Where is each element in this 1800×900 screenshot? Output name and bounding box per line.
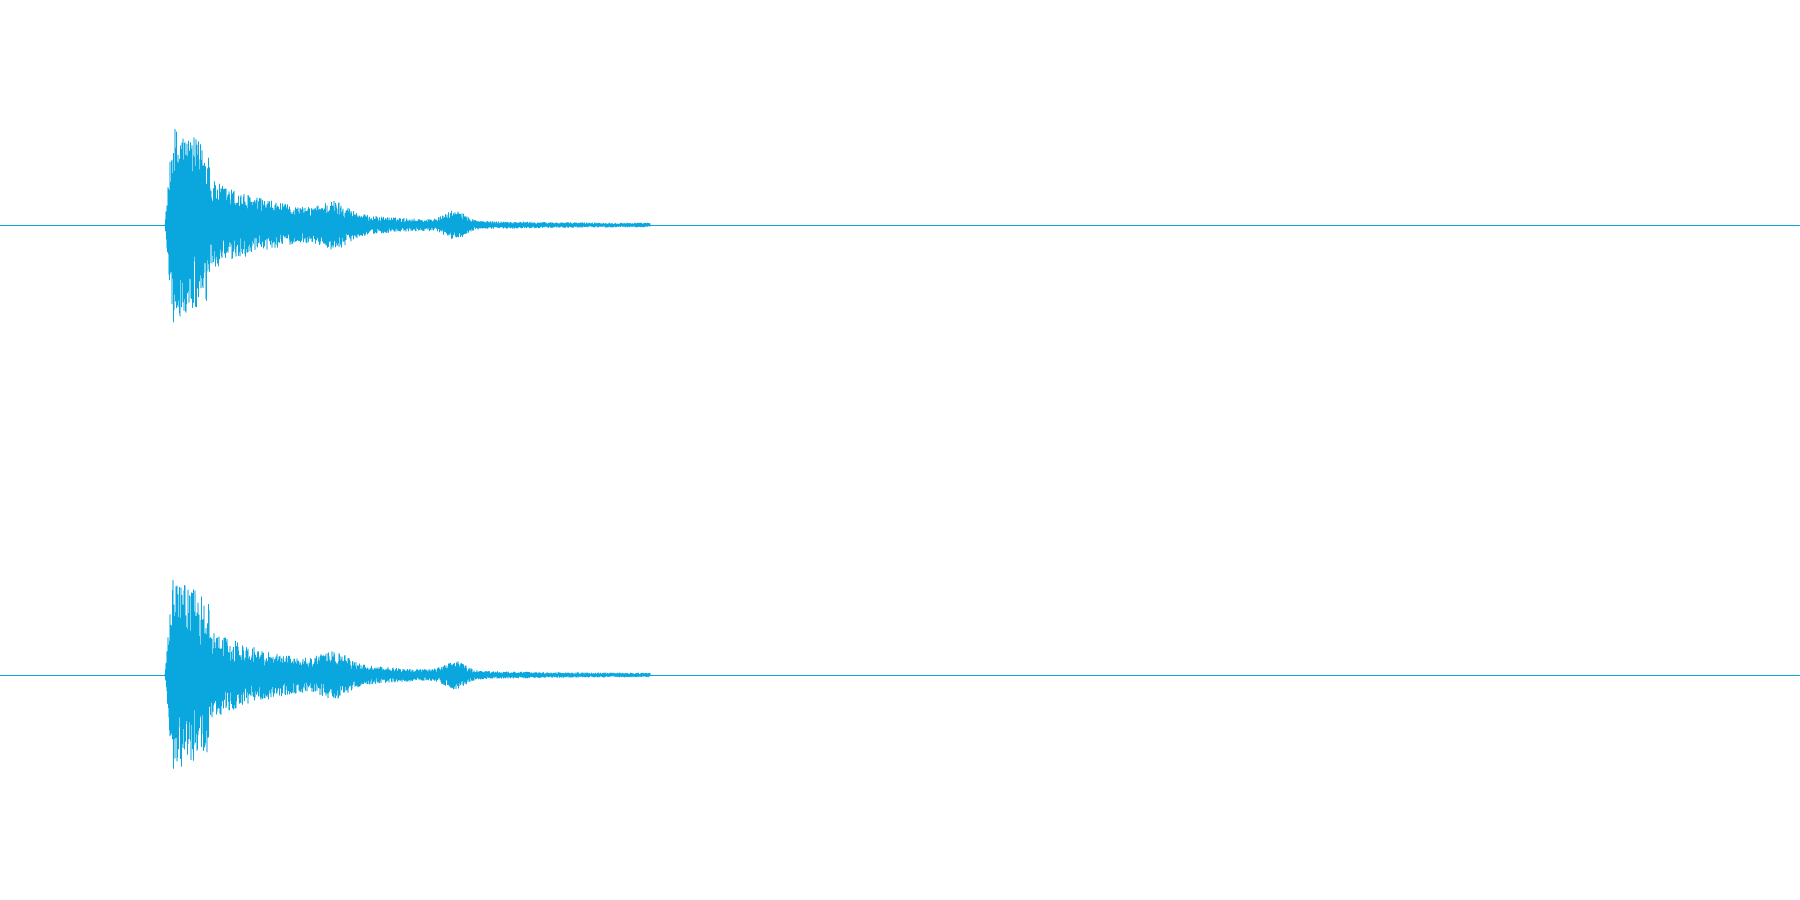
channel-2-samples [164,579,651,769]
waveform-channel-2 [0,579,1800,769]
channel-1-waveform-path [164,129,651,323]
channel-2-waveform-path [164,579,651,769]
waveform-channel-1 [0,129,1800,323]
channel-1-samples [164,129,651,323]
